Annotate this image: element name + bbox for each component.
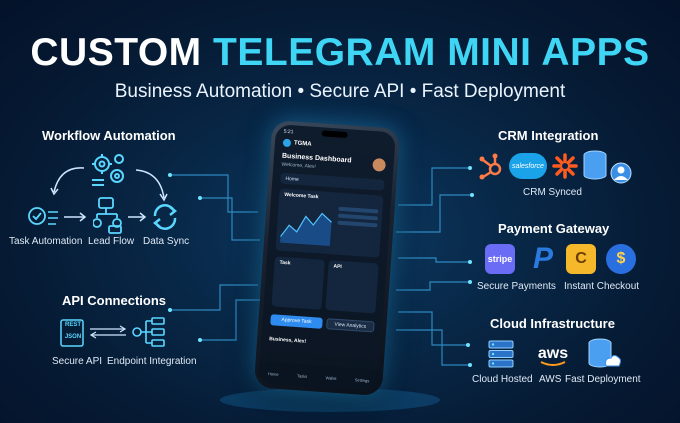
nav-home[interactable]: Home (267, 370, 279, 377)
crm-title: CRM Integration (498, 128, 599, 143)
secure-api-label: Secure API (52, 356, 103, 367)
server-icon (488, 340, 514, 368)
rest-tag: REST (64, 322, 81, 328)
task-automation-label: Task Automation (9, 236, 83, 247)
secure-payments-label: Secure Payments (477, 281, 556, 292)
page-subtitle: Business Automation • Secure API • Fast … (114, 81, 566, 102)
lead-flow-icon (93, 197, 122, 234)
curved-arrow-left-icon (50, 167, 85, 196)
task-card[interactable]: Task (271, 256, 325, 310)
gears-icon (92, 154, 124, 186)
hubspot-icon (479, 153, 502, 180)
aws-logo-text: aws (537, 345, 569, 362)
api-label: API (333, 263, 342, 271)
arrow-right-icon (64, 212, 87, 222)
nav-settings[interactable]: Settings (354, 376, 370, 383)
user-badge-icon (610, 162, 632, 184)
approve-task-button[interactable]: Approve Task (270, 314, 323, 329)
crm-synced-label: CRM Synced (523, 187, 582, 198)
stripe-icon: stripe (485, 244, 515, 274)
home-label: Home (285, 175, 299, 183)
nav-wallet[interactable]: Wallet (325, 374, 337, 381)
rest-json-icon: REST JSON (58, 318, 88, 348)
app-name: TGMA (293, 140, 312, 148)
salesforce-icon: salesforce (509, 153, 547, 179)
endpoint-icon (132, 317, 165, 347)
bottom-nav: Home Tasks Wallet Settings (258, 361, 380, 392)
cloud-hosted-label: Cloud Hosted (472, 374, 533, 385)
task-label: Task (279, 259, 291, 267)
aws-smile-icon (540, 361, 566, 366)
footer-name: Business, Alex! (268, 336, 307, 345)
task-automation-icon (28, 207, 58, 225)
endpoint-integration-label: Endpoint Integration (107, 356, 197, 367)
stripe-text: stripe (487, 254, 513, 264)
cloud-title: Cloud Infrastructure (490, 316, 615, 331)
fast-deployment-label: Fast Deployment (565, 374, 641, 385)
sync-icon (152, 204, 178, 230)
cloud-database-icon (588, 338, 621, 368)
data-sync-label: Data Sync (143, 236, 190, 247)
view-analytics-button[interactable]: View Analytics (326, 318, 375, 333)
json-tag: JSON (64, 334, 82, 340)
title-part-1: CUSTOM (30, 31, 202, 74)
exchange-arrows-icon (89, 325, 127, 339)
zapier-icon (552, 153, 578, 179)
phone-screen: 5:21 TGMA Business Dashboard Welcome, Al… (258, 124, 396, 392)
telegram-icon (282, 138, 292, 148)
api-card[interactable]: API (325, 260, 379, 314)
nav-tasks[interactable]: Tasks (296, 372, 308, 379)
phone-mockup: 5:21 TGMA Business Dashboard Welcome, Al… (253, 119, 401, 397)
aws-label: AWS (539, 374, 562, 385)
page-title: CUSTOM TELEGRAM MINI APPS (0, 33, 680, 72)
workflow-title: Workflow Automation (42, 128, 176, 143)
aws-icon: aws (533, 341, 573, 367)
crypto-coin-icon: C (566, 244, 596, 274)
payment-title: Payment Gateway (498, 221, 610, 236)
welcome-task-label: Welcome Task (284, 191, 319, 201)
api-title: API Connections (62, 293, 167, 308)
welcome-task-card: Welcome Task (275, 188, 384, 258)
document-icon (60, 319, 84, 347)
dollar-coin-icon: $ (606, 244, 636, 274)
instant-checkout-label: Instant Checkout (564, 281, 640, 292)
title-part-2: TELEGRAM MINI APPS (213, 31, 650, 74)
mini-legend (337, 206, 379, 228)
mini-chart-icon (279, 212, 332, 247)
paypal-icon: P (532, 242, 553, 275)
home-search-bar[interactable]: Home (280, 172, 385, 191)
salesforce-text: salesforce (512, 162, 544, 170)
database-icon (583, 150, 607, 180)
curved-arrow-right-icon (135, 169, 168, 202)
lead-flow-label: Lead Flow (88, 236, 135, 247)
arrow-right-icon-2 (128, 212, 147, 222)
